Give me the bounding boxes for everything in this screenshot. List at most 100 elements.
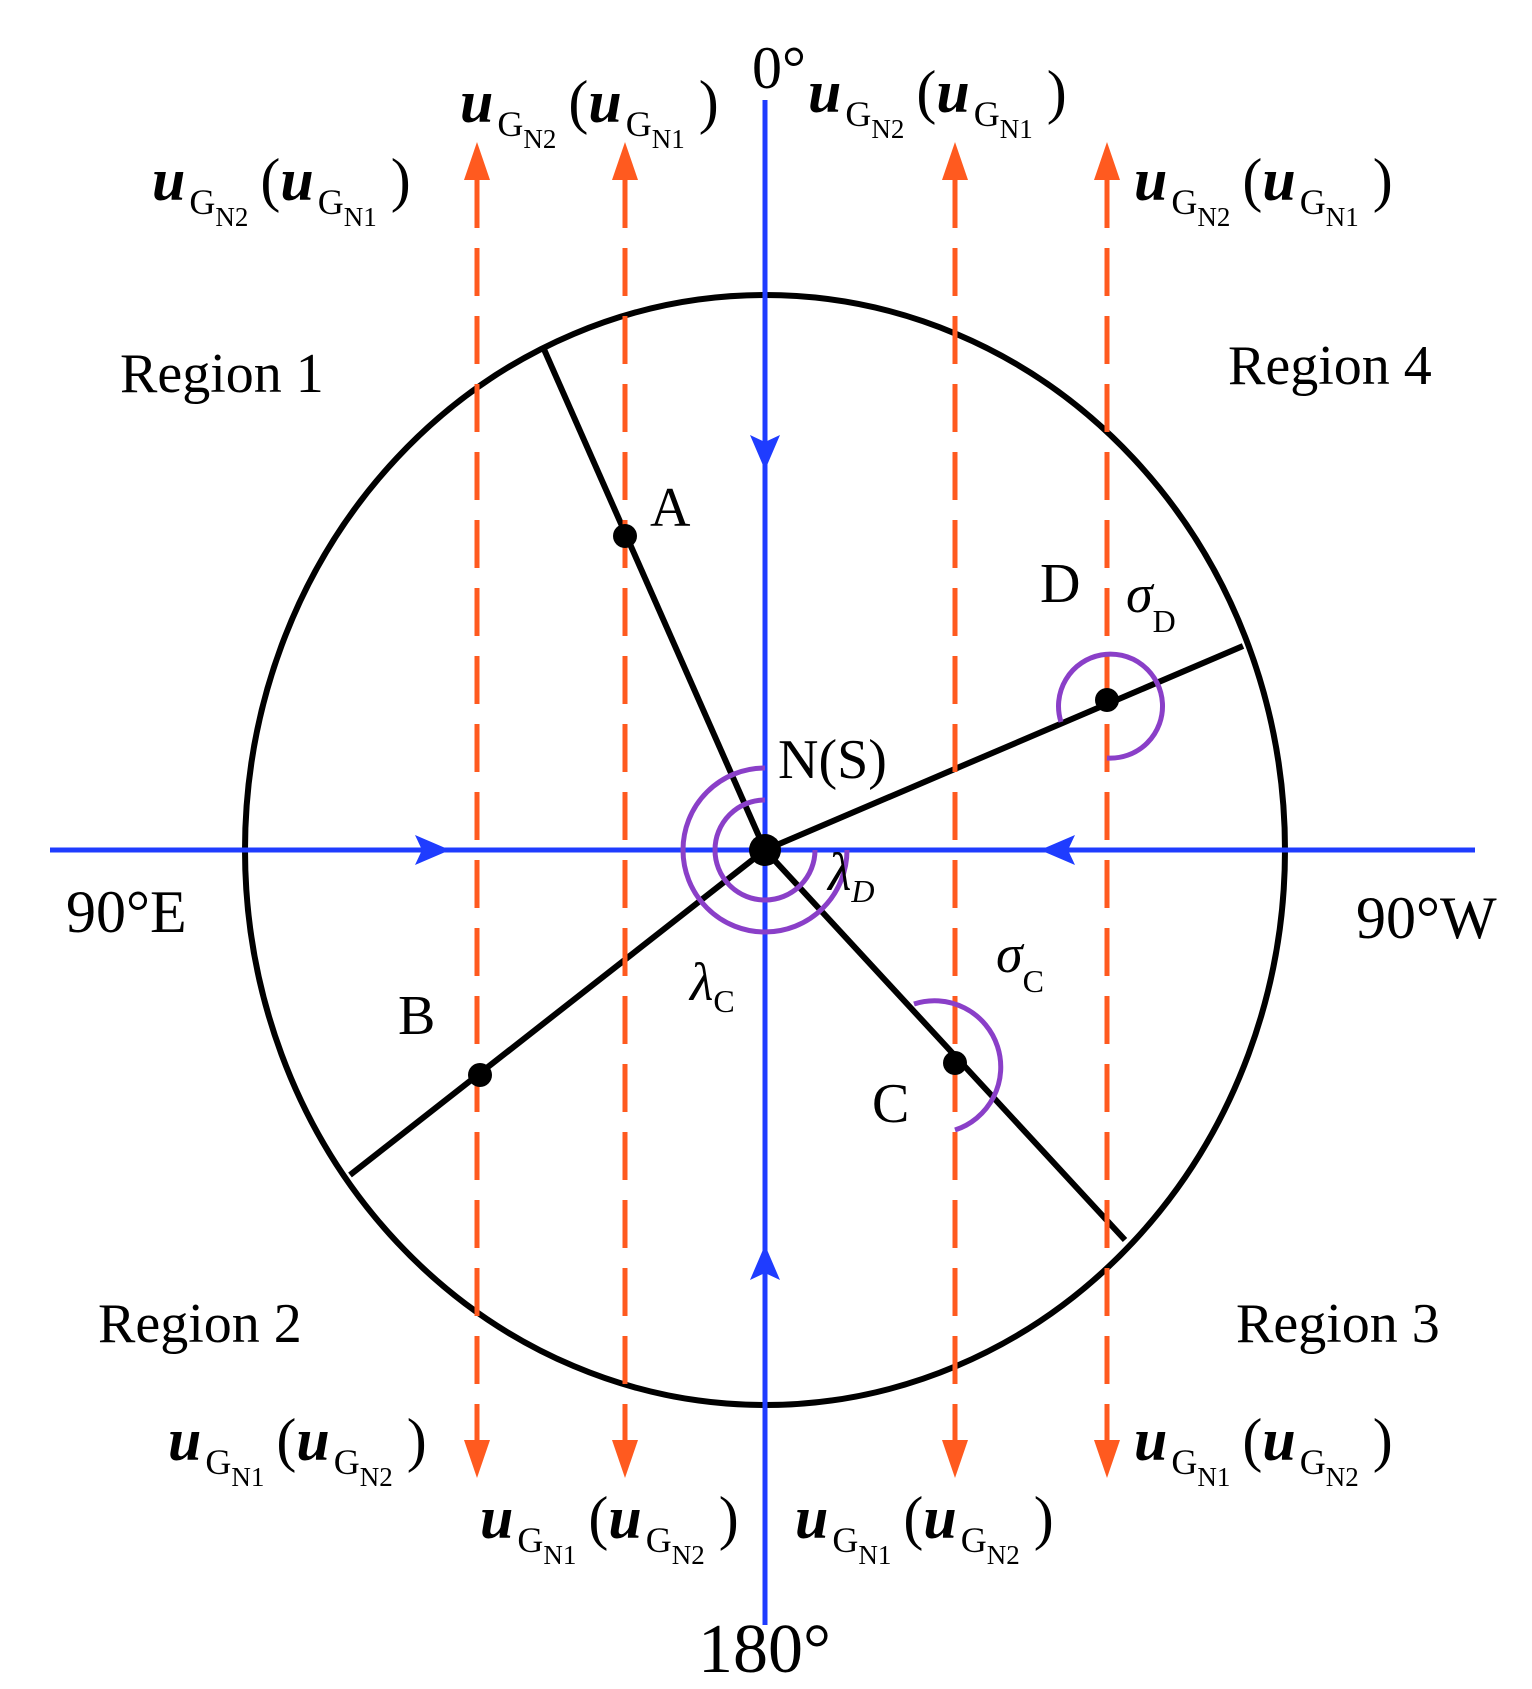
n-subscript: N2 [871, 114, 904, 144]
close-paren: ) [1047, 59, 1067, 125]
n-subscript: N2 [1197, 202, 1230, 232]
label-point-c: C [872, 1073, 909, 1135]
label-sigma-d: σD [1126, 564, 1176, 639]
n-subscript: N1 [652, 124, 685, 154]
u-symbol: u [808, 59, 841, 125]
center-point [749, 834, 781, 866]
open-paren: ( [568, 69, 588, 135]
open-paren: ( [276, 1407, 296, 1473]
u-symbol: u [936, 59, 969, 125]
u-symbol: u [588, 69, 621, 135]
g-subscript: G [845, 94, 871, 134]
label-point-a: A [650, 477, 691, 539]
n-subscript: N2 [360, 1462, 393, 1492]
g-subscript: G [1171, 182, 1197, 222]
angle-labels: λC λD σC σD [688, 564, 1176, 1019]
dashed-arrowheads [464, 142, 1120, 1478]
label-point-d: D [1040, 553, 1080, 615]
radial-line-c [762, 847, 1128, 1243]
close-paren: ) [1373, 147, 1393, 213]
points [468, 524, 1119, 1087]
open-paren: ( [1242, 147, 1262, 213]
n-subscript: N2 [523, 124, 556, 154]
u-symbol: u [795, 1485, 828, 1551]
g-subscript: G [1300, 182, 1326, 222]
g-subscript: G [497, 104, 523, 144]
label-point-b: B [398, 985, 435, 1047]
axis-arrow-left [1040, 835, 1075, 865]
label-lambda-d: λD [826, 842, 875, 909]
u-symbol: u [923, 1485, 956, 1551]
point-b-dot [468, 1063, 492, 1087]
sigma-c-arc [913, 998, 1004, 1133]
label-bottom-direction: 180° [698, 1611, 831, 1688]
open-paren: ( [1242, 1407, 1262, 1473]
arrow-up-4 [1094, 142, 1120, 180]
g-subscript: G [334, 1442, 360, 1482]
label-top-direction: 0° [752, 35, 806, 101]
u-symbol: u [280, 147, 313, 213]
g-subscript: G [205, 1442, 231, 1482]
u-symbol: u [152, 147, 185, 213]
label-region-2: Region 2 [98, 1293, 302, 1355]
radial-line-a [540, 345, 768, 852]
sigma-d-arc [1056, 651, 1165, 761]
angle-arcs [680, 651, 1165, 1133]
g-subscript: G [517, 1520, 543, 1560]
g-subscript: G [318, 182, 344, 222]
n-subscript: N1 [543, 1540, 576, 1570]
axis-arrowheads [415, 435, 1075, 1280]
arrow-down-1 [464, 1440, 490, 1478]
arrow-up-1 [464, 142, 490, 180]
g-subscript: G [974, 94, 1000, 134]
u-symbol: u [1262, 1407, 1295, 1473]
label-lambda-c: λC [688, 952, 735, 1019]
n-subscript: N2 [987, 1540, 1020, 1570]
open-paren: ( [903, 1485, 923, 1551]
n-subscript: N2 [672, 1540, 705, 1570]
u-symbol: u [480, 1485, 513, 1551]
arrow-down-3 [942, 1440, 968, 1478]
open-paren: ( [588, 1485, 608, 1551]
g-subscript: G [646, 1520, 672, 1560]
close-paren: ) [391, 147, 411, 213]
arrow-up-3 [942, 142, 968, 180]
close-paren: ) [1034, 1485, 1054, 1551]
n-subscript: N2 [215, 202, 248, 232]
dashed-current-lines [474, 180, 1110, 1440]
axis-arrow-down [750, 435, 780, 470]
radial-line-d [763, 643, 1245, 853]
g-subscript: G [626, 104, 652, 144]
g-subscript: G [189, 182, 215, 222]
radial-line-b [348, 847, 767, 1178]
n-subscript: N1 [1000, 114, 1033, 144]
point-d-dot [1095, 688, 1119, 712]
point-a-dot [613, 524, 637, 548]
point-c-dot [943, 1051, 967, 1075]
g-subscript: G [832, 1520, 858, 1560]
g-subscript: G [961, 1520, 987, 1560]
label-region-3: Region 3 [1236, 1293, 1440, 1355]
n-subscript: N1 [1197, 1462, 1230, 1492]
close-paren: ) [1373, 1407, 1393, 1473]
u-symbol: u [1134, 147, 1167, 213]
n-subscript: N2 [1326, 1462, 1359, 1492]
arrow-up-2 [612, 142, 638, 180]
axis-arrow-right [415, 835, 450, 865]
axis-arrow-up [750, 1245, 780, 1280]
u-symbol: u [1134, 1407, 1167, 1473]
u-symbol: u [608, 1485, 641, 1551]
lambda-d-arc [712, 797, 818, 903]
open-paren: ( [916, 59, 936, 125]
arrow-down-4 [1094, 1440, 1120, 1478]
